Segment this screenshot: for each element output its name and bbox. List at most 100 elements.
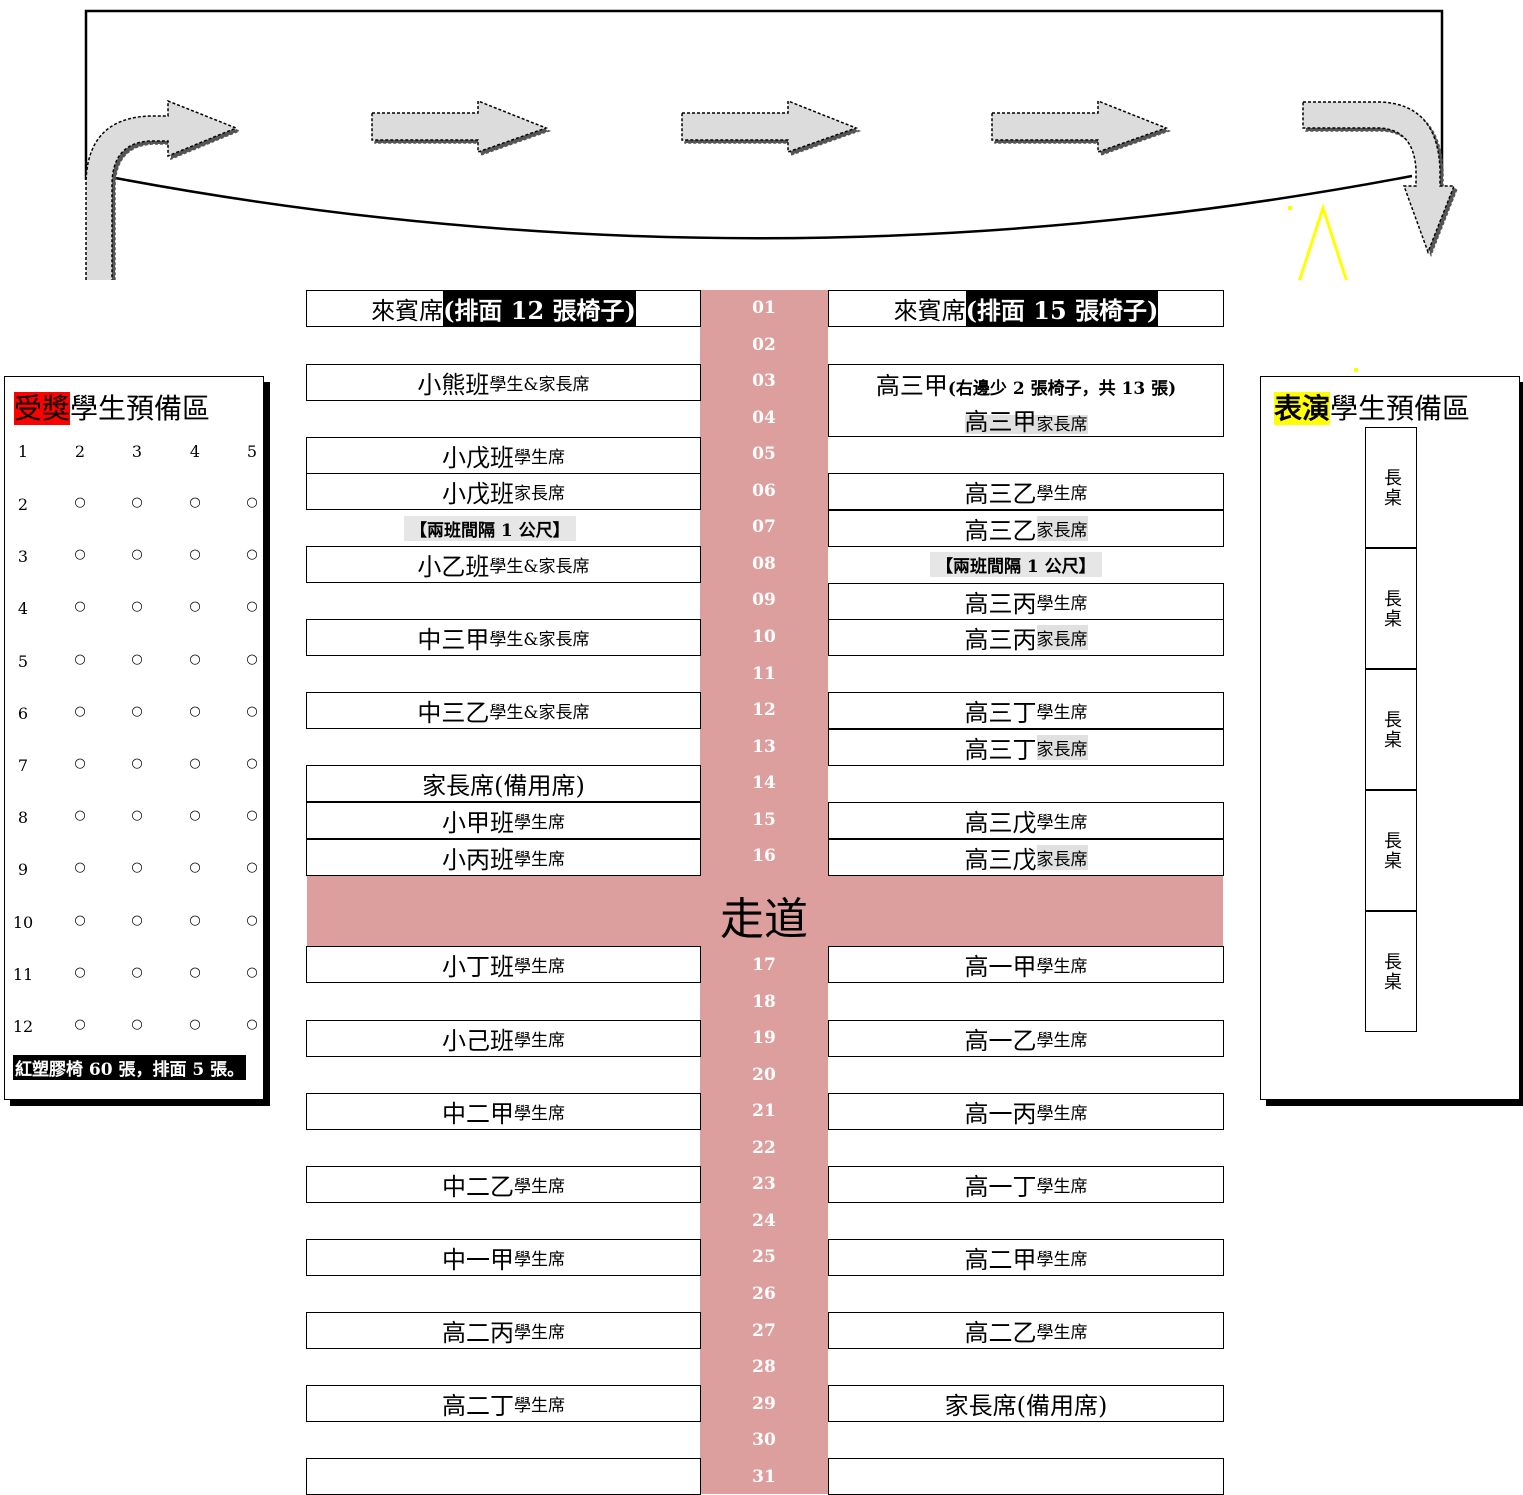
aisle-row-number: 27 — [752, 1320, 776, 1341]
aisle-row-number: 23 — [752, 1174, 776, 1195]
seat-row-right: 高三乙學生席 — [828, 473, 1224, 510]
seat-row-left: 小熊班學生&家長席 — [306, 364, 701, 401]
seat-row-left: 小戊班學生席 — [306, 437, 701, 474]
chair-symbol: ○ — [246, 599, 258, 615]
grid-col-header: 4 — [189, 442, 201, 461]
chair-symbol: ○ — [189, 495, 201, 510]
seat-row-left: 小丁班學生席 — [306, 946, 701, 983]
aisle-row-number: 07 — [752, 517, 776, 538]
chair-symbol: ○ — [131, 912, 143, 928]
grid-col-header: 1 — [17, 442, 29, 461]
chair-symbol: ○ — [131, 756, 143, 771]
aisle-row-number: 10 — [752, 626, 776, 647]
aisle-row-number: 05 — [752, 444, 776, 465]
seat-row-left: 中一甲學生席 — [306, 1239, 701, 1276]
grid-row-label: 6 — [17, 703, 29, 723]
chair-symbol: ○ — [131, 547, 143, 563]
seat-row-right: 高二乙學生席 — [828, 1312, 1224, 1349]
seat-row-right: 高三戊家長席 — [828, 839, 1224, 876]
aisle-row-number: 12 — [752, 700, 776, 721]
aisle-row-number: 18 — [752, 991, 776, 1012]
seat-row-left: 高二丙學生席 — [306, 1312, 701, 1349]
chair-symbol: ○ — [74, 495, 86, 510]
grid-row-label: 10 — [12, 912, 34, 932]
seat-row-right: 家長席(備用席) — [828, 1385, 1224, 1422]
seat-row-left-empty — [306, 1458, 701, 1495]
seat-row-right-top: 高三甲(右邊少 2 張椅子，共 13 張) — [875, 372, 1177, 400]
award-prep-area — [4, 376, 264, 1100]
seat-row-right: 高三丙學生席 — [828, 583, 1224, 620]
seat-row-right: 高一甲學生席 — [828, 946, 1224, 983]
chair-symbol: ○ — [246, 912, 258, 928]
seat-row-right: 高三丁家長席 — [828, 729, 1224, 766]
long-table: 長桌 — [1365, 427, 1417, 548]
grid-row-label: 8 — [17, 808, 29, 828]
aisle-row-number: 24 — [752, 1210, 776, 1231]
chair-symbol: ○ — [74, 964, 86, 980]
seat-row-right: 高一丁學生席 — [828, 1166, 1224, 1203]
aisle-row-number: 14 — [752, 773, 776, 794]
chair-symbol: ○ — [189, 599, 201, 615]
aisle-row-number: 13 — [752, 736, 776, 757]
long-table: 長桌 — [1365, 790, 1417, 911]
grid-row-label: 9 — [17, 860, 29, 880]
seat-row-left: 小己班學生席 — [306, 1020, 701, 1057]
seat-row-left: 小乙班學生&家長席 — [306, 546, 701, 583]
perform-prep-area — [1260, 376, 1520, 1100]
yellow-arrow — [1298, 203, 1348, 280]
seat-row-right: 高三丁學生席 — [828, 692, 1224, 729]
chair-symbol: ○ — [74, 547, 86, 563]
aisle-row-number: 22 — [752, 1137, 776, 1158]
aisle-row-number: 26 — [752, 1283, 776, 1304]
chair-symbol: ○ — [246, 547, 258, 563]
grid-row-label: 2 — [17, 495, 29, 514]
chair-symbol: ○ — [131, 1017, 143, 1032]
seat-row-right: 高三丙家長席 — [828, 619, 1224, 656]
aisle-row-number: 06 — [752, 480, 776, 501]
gap-label-left: 【兩班間隔 1 公尺】 — [404, 516, 576, 541]
chair-symbol: ○ — [189, 1017, 201, 1032]
seat-row-left: 小丙班學生席 — [306, 839, 701, 876]
seat-row-right: 高一丙學生席 — [828, 1093, 1224, 1130]
chair-symbol: ○ — [246, 651, 258, 667]
stage-diagram — [84, 9, 1456, 280]
seat-row-right-bottom: 高三甲家長席 — [964, 408, 1088, 436]
guest-seat-right: 來賓席(排面 15 張椅子) — [828, 290, 1224, 327]
chair-symbol: ○ — [189, 964, 201, 980]
award-area-title: 受獎學生預備區 — [14, 392, 211, 425]
chair-symbol: ○ — [74, 703, 86, 719]
chair-symbol: ○ — [246, 1017, 258, 1032]
chair-symbol: ○ — [131, 860, 143, 876]
chair-symbol: ○ — [74, 599, 86, 615]
seat-row-right: 高二甲學生席 — [828, 1239, 1224, 1276]
chair-symbol: ○ — [74, 808, 86, 824]
perform-area-title: 表演學生預備區 — [1274, 392, 1471, 425]
seat-row-left: 中三甲學生&家長席 — [306, 619, 701, 656]
grid-row-label: 12 — [12, 1017, 34, 1036]
seat-row-left: 家長席(備用席) — [306, 765, 701, 802]
aisle-label: 走道 — [720, 894, 808, 945]
seat-row-right: 高三乙家長席 — [828, 510, 1224, 547]
grid-row-label: 7 — [17, 756, 29, 775]
flow-arrow-end — [1302, 101, 1456, 255]
grid-row-label: 5 — [17, 651, 29, 671]
long-table: 長桌 — [1365, 548, 1417, 669]
seat-row-left: 小戊班家長席 — [306, 473, 701, 510]
aisle-row-number: 25 — [752, 1247, 776, 1268]
chair-symbol: ○ — [74, 860, 86, 876]
seat-row-right: 高三戊學生席 — [828, 802, 1224, 839]
chair-symbol: ○ — [189, 547, 201, 563]
chair-symbol: ○ — [189, 756, 201, 771]
aisle-row-number: 28 — [752, 1357, 776, 1378]
aisle-row-number: 02 — [752, 334, 776, 355]
long-table: 長桌 — [1365, 911, 1417, 1032]
aisle-row-number: 19 — [752, 1028, 776, 1049]
chair-symbol: ○ — [74, 912, 86, 928]
chair-symbol: ○ — [131, 808, 143, 824]
chair-symbol: ○ — [74, 756, 86, 771]
chair-symbol: ○ — [131, 599, 143, 615]
chair-symbol: ○ — [246, 964, 258, 980]
aisle-row-number: 20 — [752, 1064, 776, 1085]
seat-row-left: 中三乙學生&家長席 — [306, 692, 701, 729]
aisle-row-number: 01 — [752, 298, 776, 318]
